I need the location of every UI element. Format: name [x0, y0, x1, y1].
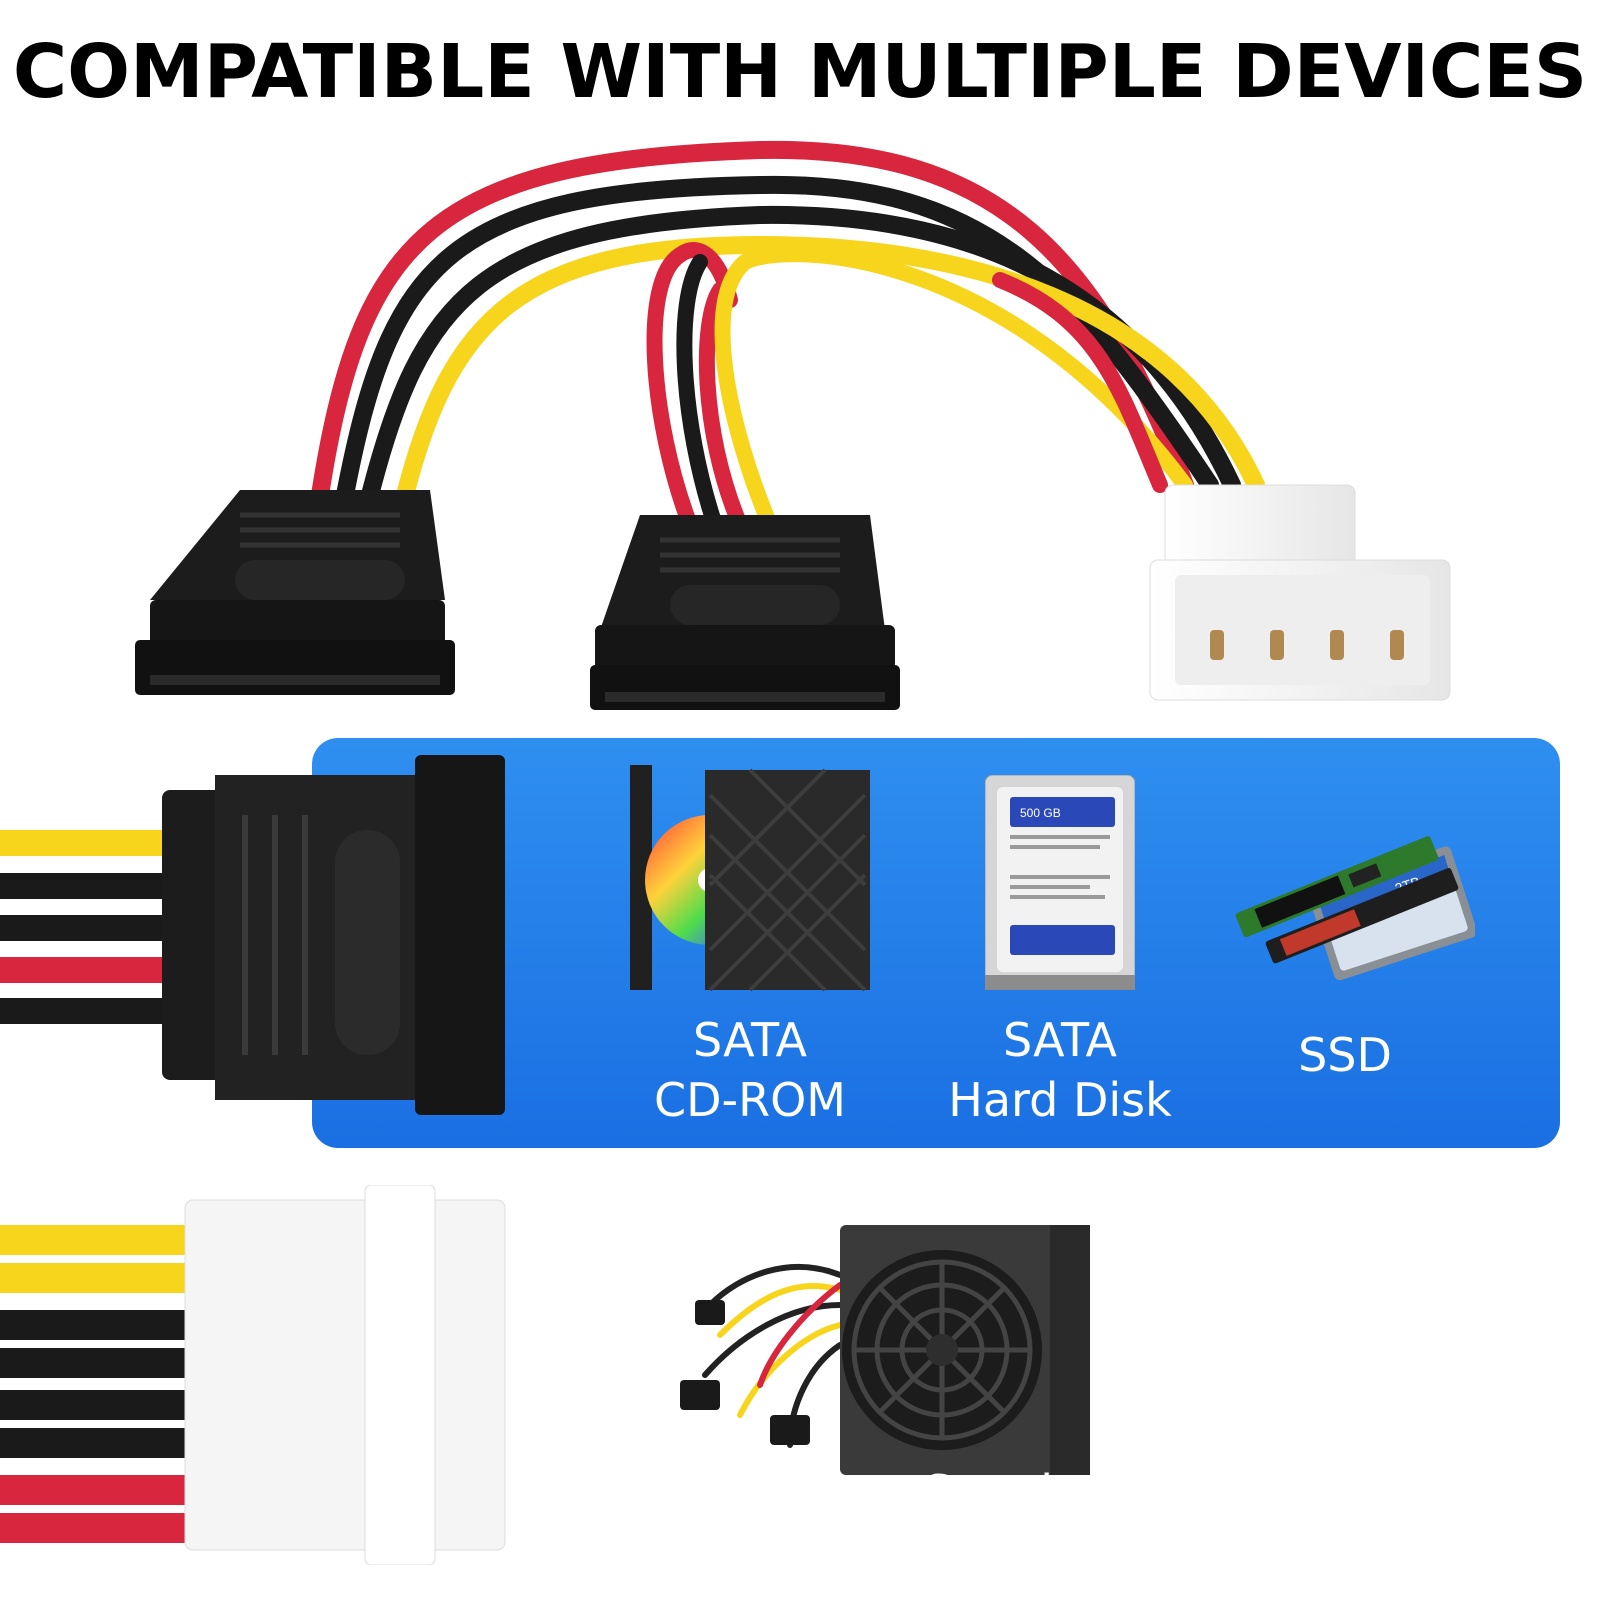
- ssd-icon: 2TB: [1225, 815, 1478, 995]
- device-label-power-supply: Power Supply: [740, 1462, 1110, 1522]
- sata-connector-left: [135, 490, 455, 695]
- cable-wires: [311, 140, 1265, 533]
- device-label-line: SATA: [1003, 1013, 1117, 1067]
- device-label-ssd: SSD: [1250, 1025, 1440, 1085]
- device-label-hard-disk: SATA Hard Disk: [925, 1010, 1195, 1130]
- power-supply-icon: [680, 1215, 1100, 1485]
- device-label-line: Power Supply: [769, 1465, 1081, 1519]
- device-label-cd-rom: SATA CD-ROM: [620, 1010, 880, 1130]
- headline: COMPATIBLE WITH MULTIPLE DEVICES: [12, 29, 1588, 115]
- device-label-line: SATA: [693, 1013, 807, 1067]
- device-label-line: Hard Disk: [948, 1073, 1172, 1127]
- device-label-line: SSD: [1298, 1028, 1392, 1082]
- optical-drive-icon: [630, 765, 870, 995]
- sata-connector-right: [590, 515, 900, 710]
- device-label-line: CD-ROM: [654, 1073, 846, 1127]
- molex-connector: [1149, 484, 1451, 701]
- hdd-capacity-label: 500 GB: [1020, 806, 1061, 820]
- hard-disk-icon: 500 GB: [984, 774, 1136, 991]
- cable-hero-image: [135, 140, 1451, 710]
- sata-closeup-image: [0, 755, 505, 1115]
- molex-closeup-image: [0, 1185, 506, 1565]
